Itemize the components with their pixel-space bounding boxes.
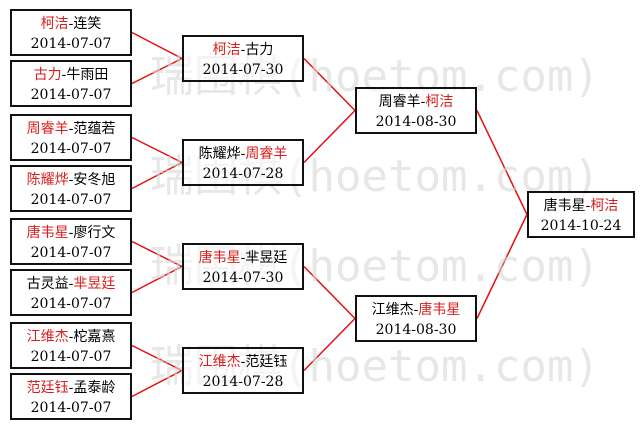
connector-line [303, 265, 356, 320]
match-date: 2014-07-30 [202, 270, 284, 286]
player-2: 柯洁 [590, 198, 619, 214]
match-box-r1m2: 古力-牛雨田 2014-07-07 [10, 60, 132, 107]
player-1: 柯洁 [40, 16, 69, 32]
player-1: 古力 [33, 67, 62, 83]
match-box-r1m6: 古灵益-芈昱廷 2014-07-07 [10, 269, 132, 316]
match-box-r3m2: 江维杰-唐韦星 2014-08-30 [355, 295, 477, 342]
player-1: 唐韦星 [198, 250, 241, 266]
player-1: 陈耀烨 [198, 146, 241, 162]
connector-line [476, 110, 528, 215]
match-box-r1m7: 江维杰-柁嘉熹 2014-07-07 [10, 322, 132, 369]
match-date: 2014-07-07 [30, 87, 112, 103]
player-1: 陈耀烨 [26, 172, 69, 188]
match-box-r1m5: 唐韦星-廖行文 2014-07-07 [10, 218, 132, 265]
connector-line [303, 109, 356, 164]
connector-line [131, 57, 183, 85]
player-2: 柯洁 [425, 94, 454, 110]
match-date: 2014-07-07 [30, 296, 112, 312]
player-2: 柁嘉熹 [73, 329, 116, 345]
match-box-r2m3: 唐韦星-芈昱廷 2014-07-30 [182, 243, 304, 290]
connector-line [131, 136, 183, 164]
player-1: 唐韦星 [543, 198, 586, 214]
match-box-r1m3: 周睿羊-范蕴若 2014-07-07 [10, 114, 132, 161]
match-box-r1m4: 陈耀烨-安冬旭 2014-07-07 [10, 165, 132, 212]
match-box-r1m1: 柯洁-连笑 2014-07-07 [10, 9, 132, 56]
player-1: 唐韦星 [26, 225, 69, 241]
match-date: 2014-07-07 [30, 245, 112, 261]
player-1: 柯洁 [212, 42, 241, 58]
match-date: 2014-07-07 [30, 349, 112, 365]
player-1: 范廷钰 [26, 380, 69, 396]
match-date: 2014-07-30 [202, 62, 284, 78]
match-date: 2014-07-07 [30, 400, 112, 416]
player-2: 芈昱廷 [73, 276, 116, 292]
player-1: 周睿羊 [378, 94, 421, 110]
player-2: 牛雨田 [66, 67, 109, 83]
match-box-r2m1: 柯洁-古力 2014-07-30 [182, 35, 304, 82]
connector-line [131, 31, 183, 60]
match-box-r2m4: 江维杰-范廷钰 2014-07-28 [182, 347, 304, 394]
player-2: 周睿羊 [245, 146, 288, 162]
player-2: 范蕴若 [73, 121, 116, 137]
player-2: 古力 [245, 42, 274, 58]
match-box-final: 唐韦星-柯洁 2014-10-24 [527, 191, 635, 238]
match-date: 2014-08-30 [375, 322, 457, 338]
connector-line [303, 317, 356, 372]
connector-line [131, 344, 183, 372]
player-1: 江维杰 [198, 354, 241, 370]
match-date: 2014-07-07 [30, 36, 112, 52]
connector-line [131, 161, 183, 190]
match-date: 2014-07-07 [30, 141, 112, 157]
player-1: 周睿羊 [26, 121, 69, 137]
match-date: 2014-10-24 [540, 218, 622, 234]
match-box-r2m2: 陈耀烨-周睿羊 2014-07-28 [182, 139, 304, 186]
match-date: 2014-07-28 [202, 166, 284, 182]
connector-line [476, 214, 528, 319]
match-box-r3m1: 周睿羊-柯洁 2014-08-30 [355, 87, 477, 134]
connector-line [303, 57, 356, 112]
player-2: 廖行文 [73, 225, 116, 241]
connector-line [131, 265, 183, 294]
player-1: 江维杰 [371, 302, 414, 318]
match-date: 2014-07-07 [30, 192, 112, 208]
connector-line [131, 369, 183, 398]
player-2: 连笑 [73, 16, 102, 32]
match-date: 2014-07-28 [202, 374, 284, 390]
player-2: 芈昱廷 [245, 250, 288, 266]
connector-line [131, 240, 183, 268]
player-2: 孟泰龄 [73, 380, 116, 396]
player-2: 唐韦星 [418, 302, 461, 318]
player-1: 江维杰 [26, 329, 69, 345]
match-box-r1m8: 范廷钰-孟泰龄 2014-07-07 [10, 373, 132, 420]
player-2: 范廷钰 [245, 354, 288, 370]
player-1: 古灵益 [26, 276, 69, 292]
player-2: 安冬旭 [73, 172, 116, 188]
match-date: 2014-08-30 [375, 114, 457, 130]
